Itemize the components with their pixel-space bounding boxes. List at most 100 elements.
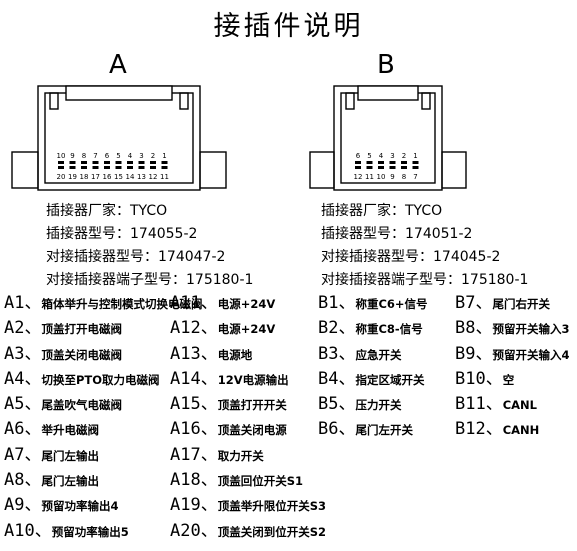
- pin-row: B4、指定区域开关: [318, 367, 428, 392]
- pin-description: 预留功率输出4: [41, 499, 119, 514]
- pin-row: A17、取力开关: [170, 443, 326, 468]
- connector-b-mating-terminal: 对接插接器端子型号：175180-1: [321, 272, 529, 288]
- connector-a-model: 插接器型号：174055-2: [46, 226, 198, 242]
- pin-number-top: 1: [162, 152, 166, 160]
- pin-description: 顶盖打开电磁阀: [41, 322, 122, 337]
- pin-row: A13、电源地: [170, 342, 326, 367]
- pin-description: CANL: [502, 398, 538, 413]
- pin-code: B4、: [318, 368, 356, 389]
- pin-contact-top: [92, 161, 99, 164]
- pin-number-top: 4: [379, 152, 384, 160]
- pin-row: A11、电源+24V: [170, 291, 326, 316]
- pin-contact-top: [366, 161, 373, 164]
- pin-description: 电源地: [217, 347, 253, 362]
- pin-contact-top: [69, 161, 76, 164]
- connector-guide-left: [345, 92, 355, 110]
- pin-description: 顶盖举升限位开关S3: [217, 499, 327, 514]
- connector-a-mating-terminal: 对接插接器端子型号：175180-1: [46, 272, 254, 288]
- pin-contact-bottom: [127, 166, 133, 169]
- pin-code: A3、: [4, 343, 42, 364]
- pin-number-bottom: 17: [91, 173, 100, 181]
- pin-code: B12、: [455, 419, 503, 440]
- pin-row: B11、CANL: [455, 392, 570, 417]
- pin-description: 空: [502, 372, 515, 387]
- pin-contact-top: [58, 161, 64, 164]
- pin-row: B6、尾门左开关: [318, 417, 428, 442]
- pin-description: 顶盖打开开关: [217, 398, 287, 413]
- pin-description: 箱体举升与控制模式切换电磁阀: [41, 297, 203, 311]
- pin-code: B1、: [318, 293, 356, 313]
- pin-row: B10、空: [455, 367, 570, 392]
- pin-row: A14、12V电源输出: [170, 367, 326, 392]
- pin-code: A6、: [4, 419, 42, 440]
- pin-contact-top: [127, 161, 133, 164]
- pin-number-top: 3: [390, 152, 394, 160]
- pin-contact-top: [81, 161, 87, 164]
- connector-a-manufacturer: 插接器厂家：TYCO: [46, 203, 168, 219]
- pin-code: B11、: [455, 394, 503, 415]
- pin-description: CANH: [502, 423, 540, 438]
- pin-number-top: 5: [367, 152, 371, 160]
- pin-description: 预留开关输入3: [492, 322, 570, 337]
- pin-description: 电源+24V: [217, 322, 276, 337]
- pin-description: 取力开关: [217, 448, 264, 463]
- pin-row: A2、顶盖打开电磁阀: [4, 316, 202, 341]
- pin-contact-top: [138, 161, 145, 164]
- pin-number-bottom: 10: [377, 173, 386, 181]
- pin-code: A7、: [4, 444, 42, 465]
- pin-contact-top: [378, 161, 384, 164]
- pin-description: 顶盖关闭电磁阀: [41, 347, 122, 362]
- pin-row: B12、CANH: [455, 417, 570, 442]
- pin-contact-bottom: [92, 166, 99, 169]
- pin-row: B7、尾门右开关: [455, 291, 570, 316]
- pin-number-bottom: 11: [365, 173, 374, 181]
- pin-number-top: 2: [151, 152, 155, 160]
- pin-row: B1、称重C6+信号: [318, 291, 428, 316]
- pin-contact-bottom: [412, 166, 419, 169]
- pin-row: B8、预留开关输入3: [455, 316, 570, 341]
- pin-contact-bottom: [115, 166, 122, 169]
- pin-description: 顶盖回位开关S1: [217, 474, 304, 489]
- pin-row: A4、切换至PTO取力电磁阀: [4, 367, 202, 392]
- pin-number-top: 4: [128, 152, 133, 160]
- pin-contact-top: [389, 161, 396, 164]
- pin-contact-bottom: [366, 166, 373, 169]
- pin-contact-top: [161, 161, 168, 164]
- pin-description: 尾门右开关: [492, 297, 550, 311]
- pin-description: 指定区域开关: [355, 372, 425, 387]
- pin-contact-bottom: [389, 166, 396, 169]
- pin-number-top: 9: [70, 152, 74, 160]
- pin-row: A1、箱体举升与控制模式切换电磁阀: [4, 291, 202, 316]
- connector-b-mating-model: 对接插接器型号：174045-2: [321, 249, 501, 265]
- connector-guide-left: [49, 92, 59, 110]
- page-title: 接插件说明: [213, 11, 364, 42]
- pin-row: A5、尾盖吹气电磁阀: [4, 392, 202, 417]
- pin-code: B7、: [455, 293, 493, 313]
- pin-code: A19、: [170, 495, 218, 516]
- pin-row: A12、电源+24V: [170, 316, 326, 341]
- pin-number-top: 8: [82, 152, 86, 160]
- pin-code: A5、: [4, 394, 42, 415]
- pin-code: B2、: [318, 318, 356, 339]
- pin-number-bottom: 20: [57, 173, 66, 181]
- pin-row: A8、尾门左输出: [4, 468, 202, 493]
- pin-contact-bottom: [69, 166, 76, 169]
- pin-code: A14、: [170, 368, 218, 389]
- pin-number-top: 7: [93, 152, 97, 160]
- pin-row: A19、顶盖举升限位开关S3: [170, 493, 326, 518]
- pin-code: A9、: [4, 495, 42, 516]
- pin-code: A10、: [4, 520, 52, 541]
- pin-contact-top: [401, 161, 407, 164]
- connector-b-manufacturer: 插接器厂家：TYCO: [321, 203, 443, 219]
- pin-code: A8、: [4, 470, 42, 491]
- pin-row: A3、顶盖关闭电磁阀: [4, 342, 202, 367]
- pin-description: 预留开关输入4: [492, 347, 570, 362]
- pin-number-bottom: 18: [80, 173, 89, 181]
- pin-number-top: 6: [356, 152, 361, 160]
- pin-code: A12、: [170, 318, 218, 339]
- pin-code: A13、: [170, 343, 218, 364]
- pin-number-bottom: 16: [103, 173, 112, 181]
- connector-guide-right: [179, 92, 189, 110]
